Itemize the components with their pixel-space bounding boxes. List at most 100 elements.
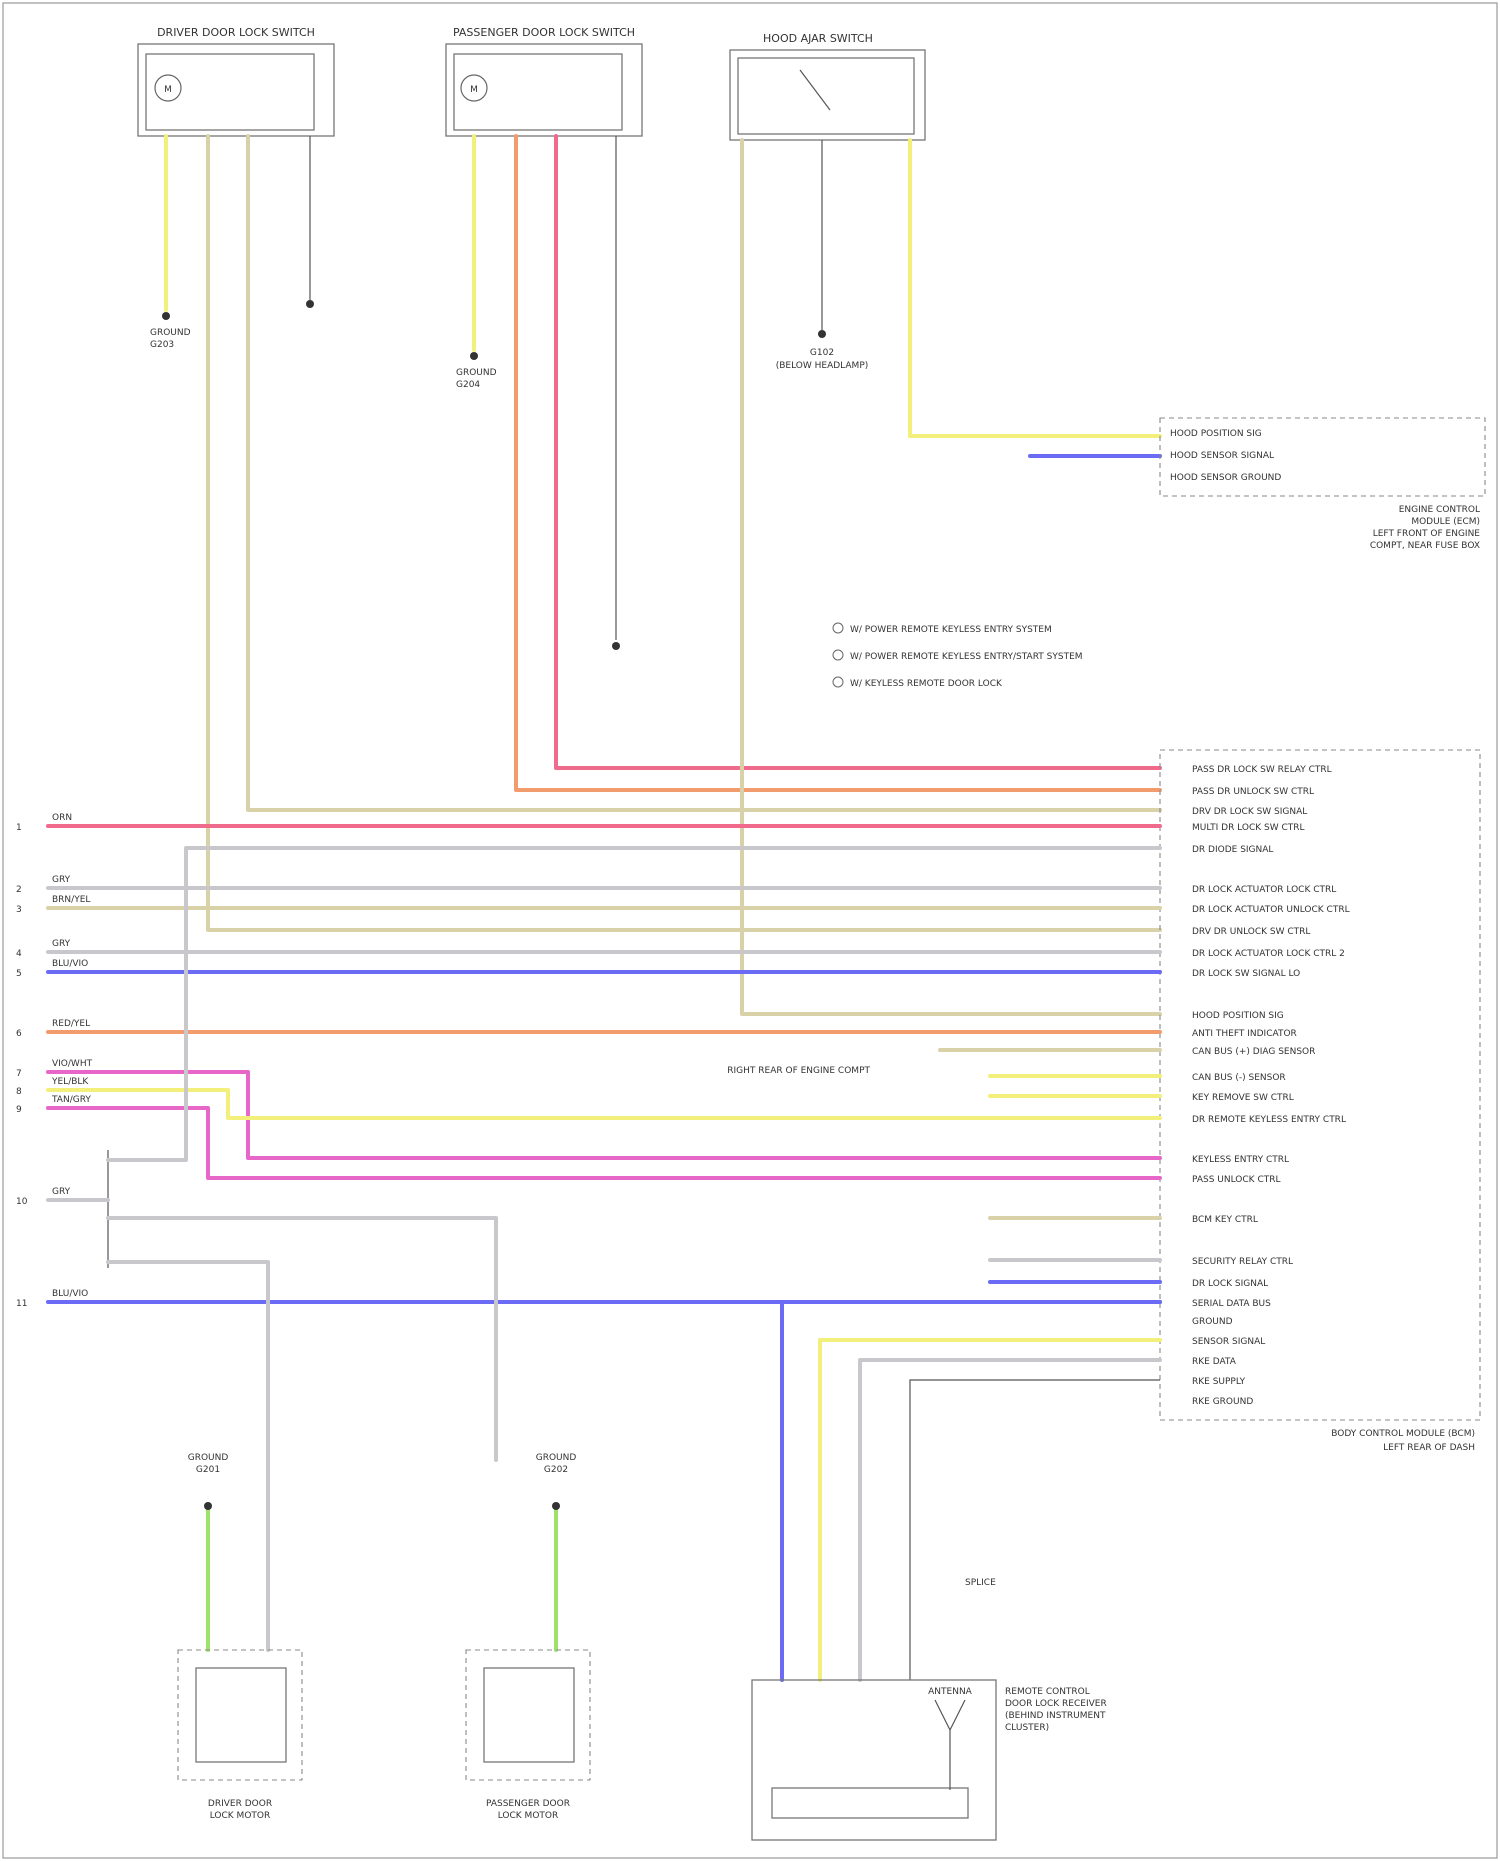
svg-text:G203: G203 [150,340,174,350]
left-input-number: 3 [16,905,22,915]
svg-text:DOOR LOCK RECEIVER: DOOR LOCK RECEIVER [1005,1699,1107,1709]
bcm-pin-label: DR LOCK SIGNAL [1192,1279,1268,1289]
svg-text:HOOD SENSOR SIGNAL: HOOD SENSOR SIGNAL [1170,451,1274,461]
wire-input-7 [48,1072,1160,1158]
remote-door-lock-receiver: REMOTE CONTROL DOOR LOCK RECEIVER (BEHIN… [752,1680,1107,1840]
bcm-pin-label: HOOD POSITION SIG [1192,1011,1284,1021]
left-input-color-code: GRY [52,1187,71,1197]
svg-text:DRIVER DOOR: DRIVER DOOR [208,1799,272,1809]
bcm-pin-label: KEYLESS ENTRY CTRL [1192,1155,1289,1165]
bcm-pin-label: RKE GROUND [1192,1397,1253,1407]
left-input-number: 4 [16,949,22,959]
left-input-number: 9 [16,1105,22,1115]
svg-text:GROUND: GROUND [188,1453,229,1463]
bcm-pin-label: PASS DR UNLOCK SW CTRL [1192,787,1314,797]
left-input-color-code: GRY [52,875,71,885]
bcm-pin-label: DR LOCK ACTUATOR LOCK CTRL [1192,885,1336,895]
legend: W/ POWER REMOTE KEYLESS ENTRY SYSTEM W/ … [833,623,1083,689]
bcm-pin-label: DR REMOTE KEYLESS ENTRY CTRL [1192,1115,1346,1125]
wire-tan-hood [742,140,1160,1014]
left-input-number: 8 [16,1087,22,1097]
bcm-pin-label: PASS UNLOCK CTRL [1192,1175,1281,1185]
svg-text:W/ KEYLESS REMOTE DOOR LOCK: W/ KEYLESS REMOTE DOOR LOCK [850,679,1003,689]
wire-orange-passenger [516,136,1160,790]
left-input-number: 1 [16,823,22,833]
svg-text:LEFT FRONT OF ENGINE: LEFT FRONT OF ENGINE [1373,529,1481,539]
left-input-number: 6 [16,1029,22,1039]
engine-control-module: HOOD POSITION SIG HOOD SENSOR SIGNAL HOO… [1160,418,1485,551]
bcm-pin-label: SENSOR SIGNAL [1192,1337,1265,1347]
left-input-color-code: TAN/GRY [51,1095,91,1105]
wire-gray-splice-1 [108,848,1160,1160]
svg-text:REMOTE CONTROL: REMOTE CONTROL [1005,1687,1090,1697]
svg-text:M: M [470,85,478,95]
svg-text:LOCK MOTOR: LOCK MOTOR [498,1811,559,1821]
bcm-pin-label: GROUND [1192,1317,1233,1327]
left-input-number: 7 [16,1069,22,1079]
bcm-pin-label: CAN BUS (-) SENSOR [1192,1073,1286,1083]
bcm-pin-label: DRV DR UNLOCK SW CTRL [1192,927,1310,937]
left-input-color-code: YEL/BLK [51,1077,89,1087]
bcm-pin-label: PASS DR LOCK SW RELAY CTRL [1192,765,1332,775]
left-input-number: 10 [16,1197,28,1207]
wire-tan-driver-2 [248,136,1160,810]
bcm-pin-label: DRV DR LOCK SW SIGNAL [1192,807,1307,817]
svg-text:G202: G202 [544,1465,568,1475]
bcm-pin-label: RKE SUPPLY [1192,1377,1246,1387]
svg-text:(BEHIND INSTRUMENT: (BEHIND INSTRUMENT [1005,1711,1106,1721]
wire-rx-gray [860,1360,1160,1680]
passenger-door-lock-motor: GROUND G202 PASSENGER DOOR LOCK MOTOR [466,1453,590,1821]
bcm-pin-label: DR LOCK ACTUATOR LOCK CTRL 2 [1192,949,1345,959]
wire-red-passenger [556,136,1160,768]
bcm-pin-label: DR DIODE SIGNAL [1192,845,1273,855]
bcm-pin-labels: PASS DR LOCK SW RELAY CTRL PASS DR UNLOCK… [1192,765,1350,1407]
left-input-color-code: VIO/WHT [52,1059,93,1069]
passenger-switch-title: PASSENGER DOOR LOCK SWITCH [453,26,635,39]
bcm-pin-label: BCM KEY CTRL [1192,1215,1258,1225]
svg-text:W/ POWER REMOTE KEYLESS ENTRY/: W/ POWER REMOTE KEYLESS ENTRY/START SYST… [850,652,1083,662]
svg-text:M: M [164,85,172,95]
wire-rx-yellow [820,1340,1160,1680]
bcm-pin-label: MULTI DR LOCK SW CTRL [1192,823,1305,833]
bcm-pin-label: ANTI THEFT INDICATOR [1192,1029,1297,1039]
svg-text:HOOD POSITION SIG: HOOD POSITION SIG [1170,429,1262,439]
hood-switch-title: HOOD AJAR SWITCH [763,32,873,45]
svg-text:PASSENGER DOOR: PASSENGER DOOR [486,1799,570,1809]
svg-text:LOCK MOTOR: LOCK MOTOR [210,1811,271,1821]
wire-yellow-hood [910,140,1160,436]
annotation-rear-engine: RIGHT REAR OF ENGINE COMPT [727,1066,870,1076]
hood-switch-ground: G102 [810,348,834,358]
svg-text:G204: G204 [456,380,480,390]
bcm-pin-label: DR LOCK SW SIGNAL LO [1192,969,1300,979]
bcm-pin-label: SERIAL DATA BUS [1192,1299,1271,1309]
svg-text:(BELOW HEADLAMP): (BELOW HEADLAMP) [776,361,869,371]
svg-text:CLUSTER): CLUSTER) [1005,1723,1049,1733]
left-input-number: 11 [16,1299,27,1309]
bcm-pin-label: DR LOCK ACTUATOR UNLOCK CTRL [1192,905,1350,915]
bcm-pin-label: SECURITY RELAY CTRL [1192,1257,1293,1267]
left-input-number: 2 [16,885,22,895]
driver-switch-title: DRIVER DOOR LOCK SWITCH [157,26,315,39]
left-input-color-code: ORN [52,813,72,823]
svg-text:GROUND: GROUND [536,1453,577,1463]
wire-rx-thin [910,1380,1160,1680]
driver-door-lock-motor: GROUND G201 DRIVER DOOR LOCK MOTOR [178,1453,302,1821]
bcm-pin-label: KEY REMOVE SW CTRL [1192,1093,1294,1103]
driver-door-lock-switch: M DRIVER DOOR LOCK SWITCH [138,26,334,136]
driver-switch-ground: GROUND [150,328,191,338]
left-input-color-code: BLU/VIO [52,959,88,969]
left-input-number: 5 [16,969,22,979]
svg-text:COMPT, NEAR FUSE BOX: COMPT, NEAR FUSE BOX [1370,541,1480,551]
bcm-pin-label: CAN BUS (+) DIAG SENSOR [1192,1047,1315,1057]
annotation-splice: SPLICE [965,1578,996,1588]
svg-text:G201: G201 [196,1465,220,1475]
left-input-color-code: RED/YEL [52,1019,90,1029]
svg-text:ENGINE CONTROL: ENGINE CONTROL [1399,505,1480,515]
svg-text:LEFT REAR OF DASH: LEFT REAR OF DASH [1383,1443,1475,1453]
svg-text:ANTENNA: ANTENNA [928,1687,973,1697]
wire-gray-splice-2 [108,1218,496,1460]
left-input-color-code: GRY [52,939,71,949]
bcm-pin-label: RKE DATA [1192,1357,1237,1367]
svg-text:HOOD SENSOR GROUND: HOOD SENSOR GROUND [1170,473,1281,483]
